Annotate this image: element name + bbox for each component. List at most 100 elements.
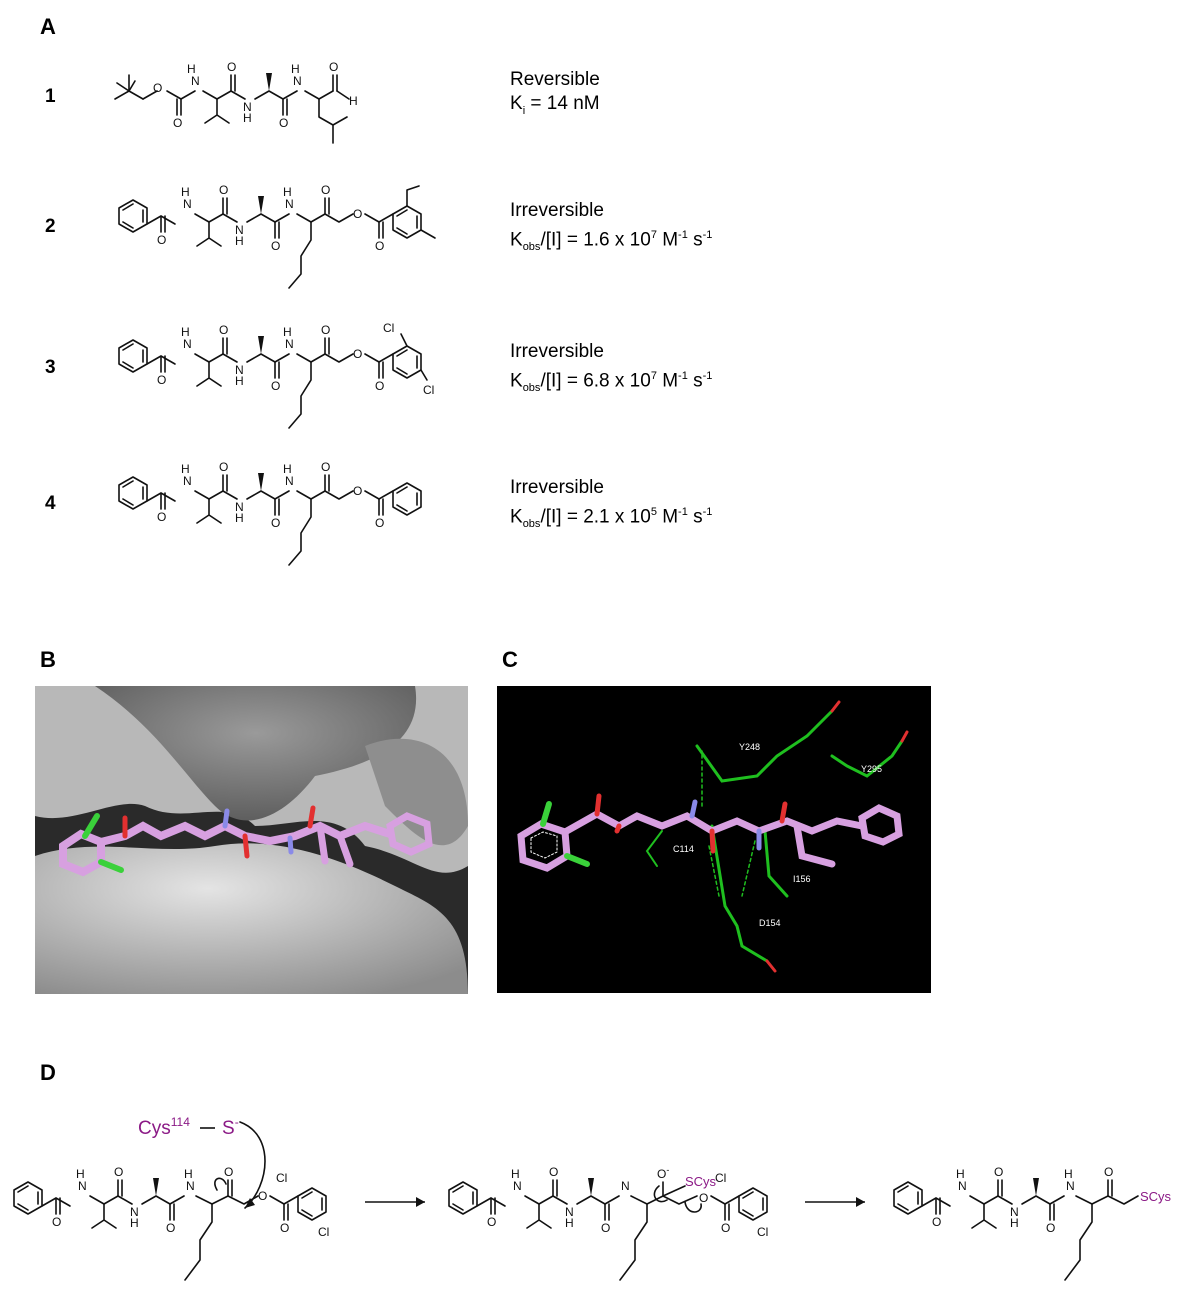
svg-text:O: O	[1104, 1165, 1113, 1179]
svg-text:N: N	[958, 1179, 967, 1193]
compound-3-desc: Irreversible Kobs/[I] = 6.8 x 107 M-1 s-…	[510, 340, 712, 400]
surface-top-lobe	[95, 686, 417, 821]
atom-o: O	[353, 484, 362, 498]
scys-intermediate: SCys	[685, 1174, 717, 1189]
residue-d154	[710, 824, 769, 963]
curved-arrow	[653, 1185, 668, 1203]
atom-o: O	[375, 516, 384, 530]
atom-o: O	[157, 373, 166, 387]
compound-4-type: Irreversible	[510, 477, 604, 498]
atom-h: H	[187, 62, 196, 76]
atom-o: O	[375, 379, 384, 393]
svg-text:O: O	[699, 1191, 708, 1205]
svg-text:Cl: Cl	[318, 1225, 329, 1239]
residue-i156	[763, 829, 789, 898]
atom-o: O	[279, 116, 288, 130]
compound-1-structure: O O N H O N H O N H O H	[114, 60, 358, 144]
compound-3-constant: Kobs/[I] = 6.8 x 107 M-1 s-1	[510, 370, 713, 395]
mechanism-product: O N H O N H O N H O SCys	[893, 1165, 1172, 1281]
atom-h: H	[291, 62, 300, 76]
atom-o: O	[219, 183, 228, 197]
compound-3-type: Irreversible	[510, 341, 604, 362]
svg-text:N: N	[130, 1205, 139, 1219]
atom-cl: Cl	[423, 383, 434, 397]
compound-1-number: 1	[45, 86, 56, 107]
svg-text:O: O	[487, 1215, 496, 1229]
surface-bottom-lobe	[35, 843, 468, 994]
atom-h: H	[243, 111, 252, 125]
curved-arrow	[214, 1177, 227, 1191]
compound-4-number: 4	[45, 493, 56, 514]
svg-text:H: H	[1010, 1216, 1019, 1230]
svg-text:O: O	[932, 1215, 941, 1229]
panel-d-mechanism: Cys114 S- O N H O N H O N H O O O	[13, 1115, 1172, 1281]
atom-h: H	[181, 185, 190, 199]
atom-o: O	[173, 116, 182, 130]
atom-h: H	[235, 374, 244, 388]
scys-product: SCys	[1140, 1189, 1172, 1204]
svg-text:O: O	[1046, 1221, 1055, 1235]
atom-n: N	[183, 337, 192, 351]
svg-text:N: N	[621, 1179, 630, 1193]
svg-text:H: H	[1064, 1167, 1073, 1181]
residue-y295	[830, 739, 904, 778]
svg-text:O: O	[994, 1165, 1003, 1179]
svg-text:N: N	[1066, 1179, 1075, 1193]
atom-n: N	[285, 197, 294, 211]
atom-o: O	[219, 460, 228, 474]
label-c114: C114	[673, 844, 694, 854]
atom-n: N	[183, 197, 192, 211]
compound-1-desc: Reversible Ki = 14 nM	[510, 68, 600, 123]
svg-text:N: N	[186, 1179, 195, 1193]
atom-o: O	[227, 60, 236, 74]
atom-n: N	[285, 474, 294, 488]
panel-c-label: C	[502, 647, 518, 672]
panel-b-label: B	[40, 647, 56, 672]
atom-o: O	[329, 60, 338, 74]
mechanism-substrate: O N H O N H O N H O O O Cl Cl	[13, 1165, 329, 1281]
atom-h: H	[349, 94, 358, 108]
atom-n: N	[235, 500, 244, 514]
svg-text:N: N	[78, 1179, 87, 1193]
svg-text:O: O	[721, 1221, 730, 1235]
atom-o: O	[321, 323, 330, 337]
atom-h: H	[283, 462, 292, 476]
svg-text:O: O	[258, 1189, 267, 1203]
atom-o: O	[321, 183, 330, 197]
panel-a-label: A	[40, 14, 56, 39]
svg-text:H: H	[956, 1167, 965, 1181]
compound-3-number: 3	[45, 357, 56, 378]
compound-4-constant: Kobs/[I] = 2.1 x 105 M-1 s-1	[510, 506, 713, 531]
atom-o: O	[353, 207, 362, 221]
residue-y248	[695, 709, 834, 783]
compound-3-structure: O N H O N H O N H O O O Cl Cl	[118, 321, 434, 429]
atom-o: O	[219, 323, 228, 337]
panel-b-surface-render	[35, 686, 468, 994]
svg-text:H: H	[76, 1167, 85, 1181]
svg-text:O: O	[601, 1221, 610, 1235]
mechanism-intermediate: O N H O N H O N O- SCys O O Cl Cl	[448, 1165, 768, 1281]
compound-1-type: Reversible	[510, 69, 600, 90]
cys-label: Cys114	[138, 1115, 190, 1139]
compound-4-structure: O N H O N H O N H O O O	[118, 460, 422, 566]
panel-d-label: D	[40, 1060, 56, 1085]
ligand-sticks	[59, 805, 433, 877]
atom-h: H	[283, 325, 292, 339]
compound-2-type: Irreversible	[510, 200, 604, 221]
svg-text:Cl: Cl	[276, 1171, 287, 1185]
compound-2-structure: O N H O N H O N H O O O	[118, 183, 436, 289]
thiolate-label: S-	[222, 1115, 239, 1139]
svg-text:Cl: Cl	[757, 1225, 768, 1239]
atom-o: O	[157, 233, 166, 247]
atom-cl: Cl	[383, 321, 394, 335]
compound-2-desc: Irreversible Kobs/[I] = 1.6 x 107 M-1 s-…	[510, 199, 712, 259]
compound-2-constant: Kobs/[I] = 1.6 x 107 M-1 s-1	[510, 229, 713, 254]
svg-text:N: N	[1010, 1205, 1019, 1219]
svg-text:O: O	[280, 1221, 289, 1235]
residue-c114	[645, 830, 663, 867]
compound-2-number: 2	[45, 216, 56, 237]
panel-c-binding-render: Y248 Y295 C114 I156 D154	[497, 686, 931, 993]
svg-text:N: N	[565, 1205, 574, 1219]
atom-o: O	[271, 516, 280, 530]
atom-h: H	[235, 511, 244, 525]
